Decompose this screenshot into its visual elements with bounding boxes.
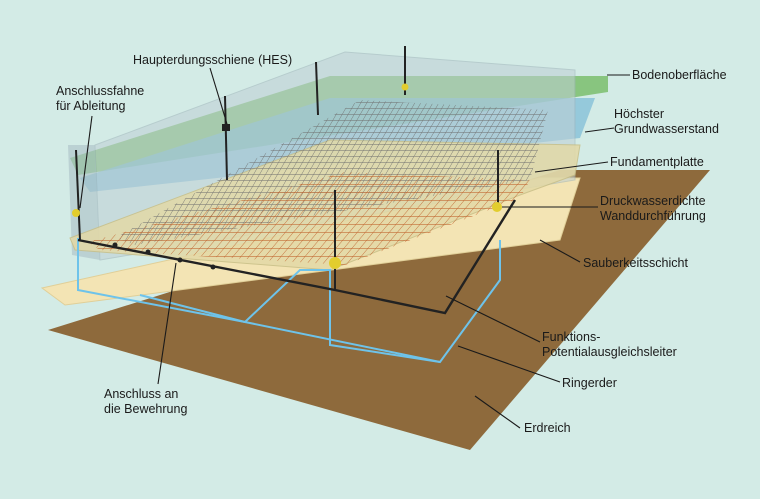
connection-rod-back-left <box>224 95 228 181</box>
rebar-connection-point <box>210 264 216 270</box>
connector-wall-passthrough <box>492 202 502 212</box>
connection-rod-back-center <box>315 61 319 116</box>
ring-earth-conductor <box>77 238 501 364</box>
connector-back-right <box>401 83 409 91</box>
ring-earth-branch <box>139 269 441 363</box>
label-grundwasser: Höchster Grundwasserstand <box>614 107 719 137</box>
label-anschlussfahne-line2: für Ableitung <box>56 99 126 113</box>
label-erdreich: Erdreich <box>524 421 571 435</box>
label-wanddurchfuehrung: Druckwasserdichte Wanddurchführung <box>600 194 706 224</box>
lower-reinforcement-mesh <box>88 172 530 265</box>
leader-funktions <box>445 295 541 343</box>
label-funktions: Funktions- Potentialausgleichsleiter <box>542 330 677 360</box>
label-fundamentplatte: Fundamentplatte <box>610 155 704 169</box>
connector-left <box>72 209 80 217</box>
connection-rod-front-left <box>75 149 81 241</box>
leader-ringerder <box>457 345 561 383</box>
label-wanddurchfuehrung-line2: Wanddurchführung <box>600 209 706 223</box>
label-anschlussfahne: Anschlussfahne für Ableitung <box>56 84 144 114</box>
leader-grundwasser <box>584 127 615 133</box>
label-bewehrung: Anschluss an die Bewehrung <box>104 387 187 417</box>
leader-bewehrung <box>157 262 177 385</box>
label-hes: Haupterdungsschiene (HES) <box>133 53 293 67</box>
label-grundwasser-line2: Grundwasserstand <box>614 122 719 136</box>
leader-sauberkeitsschicht <box>539 239 581 263</box>
leader-erdreich <box>474 395 521 429</box>
rebar-connection-point <box>112 242 118 248</box>
label-ringerder: Ringerder <box>562 376 617 390</box>
label-funktions-line1: Funktions- <box>542 330 601 344</box>
label-wanddurchfuehrung-line1: Druckwasserdichte <box>600 194 706 208</box>
label-sauberkeitsschicht: Sauberkeitsschicht <box>583 256 688 270</box>
leader-anschlussfahne <box>79 115 93 209</box>
label-bewehrung-line2: die Bewehrung <box>104 402 188 416</box>
rebar-connection-point <box>177 257 183 263</box>
connector-center <box>329 257 341 269</box>
label-bodenoberflaeche: Bodenoberfläche <box>632 68 727 82</box>
label-funktions-line2: Potentialausgleichsleiter <box>542 345 677 359</box>
equipotential-conductor <box>77 199 517 315</box>
label-grundwasser-line1: Höchster <box>614 107 665 121</box>
leader-fundamentplatte <box>534 161 609 173</box>
label-anschlussfahne-line1: Anschlussfahne <box>56 84 145 98</box>
leader-hes <box>209 67 228 125</box>
label-bewehrung-line1: Anschluss an <box>104 387 179 401</box>
main-earthing-bar <box>222 124 230 131</box>
rebar-connection-point <box>145 249 151 255</box>
leader-lines <box>79 67 630 429</box>
